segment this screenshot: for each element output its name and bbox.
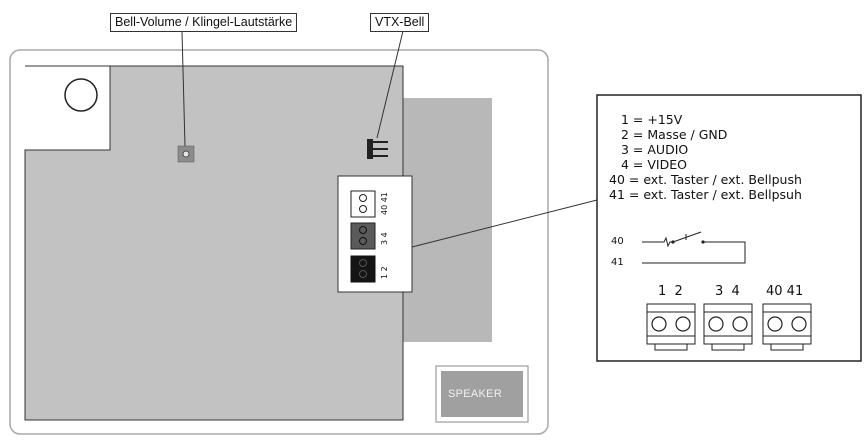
terminal-block-40-41 (762, 303, 812, 351)
terminal-label-40-41: 40 41 (766, 284, 804, 299)
switch-label-41: 41 (611, 257, 624, 268)
legend-line-1: 1 = +15V (621, 112, 683, 127)
terminal-label-1-2: 1 2 (658, 284, 683, 299)
vtx-bell-leader (376, 30, 404, 139)
legend-line-3: 3 = AUDIO (621, 142, 689, 157)
potentiometer-knob (182, 150, 190, 158)
screw-icon (359, 194, 367, 202)
board-connector-label-3-4: 3 4 (380, 232, 389, 245)
legend-leader (411, 199, 598, 248)
switch-lever (672, 231, 702, 243)
board-connector-label-1-2: 1 2 (380, 266, 389, 279)
wire-40 (642, 236, 672, 248)
terminal-label-3-4: 3 4 (715, 284, 740, 299)
pcb-board (24, 65, 404, 421)
switch-label-40: 40 (611, 236, 624, 247)
screw-icon (359, 270, 367, 278)
vtx-jumper-body (367, 139, 373, 159)
screw-icon (359, 226, 367, 234)
legend-line-4: 4 = VIDEO (621, 157, 687, 172)
screw-icon (359, 259, 367, 267)
screw-icon (359, 237, 367, 245)
legend-line-6: 41 = ext. Taster / ext. Bellpsuh (609, 187, 802, 202)
speaker (441, 371, 523, 417)
bell-volume-leader (181, 31, 186, 147)
wire-41 (642, 241, 746, 264)
screw-icon (359, 205, 367, 213)
terminal-block-3-4 (703, 303, 753, 351)
legend-line-5: 40 = ext. Taster / ext. Bellpush (609, 172, 802, 187)
vtx-bell-label: VTX-Bell (370, 13, 430, 32)
mounting-hole (64, 78, 98, 112)
side-panel (400, 98, 492, 342)
legend-line-2: 2 = Masse / GND (621, 127, 728, 142)
speaker-label: SPEAKER (448, 388, 503, 400)
terminal-block-1-2 (646, 303, 696, 351)
board-connector-label-40-41: 40 41 (380, 192, 389, 215)
bell-volume-label: Bell-Volume / Klingel-Lautstärke (110, 13, 298, 32)
